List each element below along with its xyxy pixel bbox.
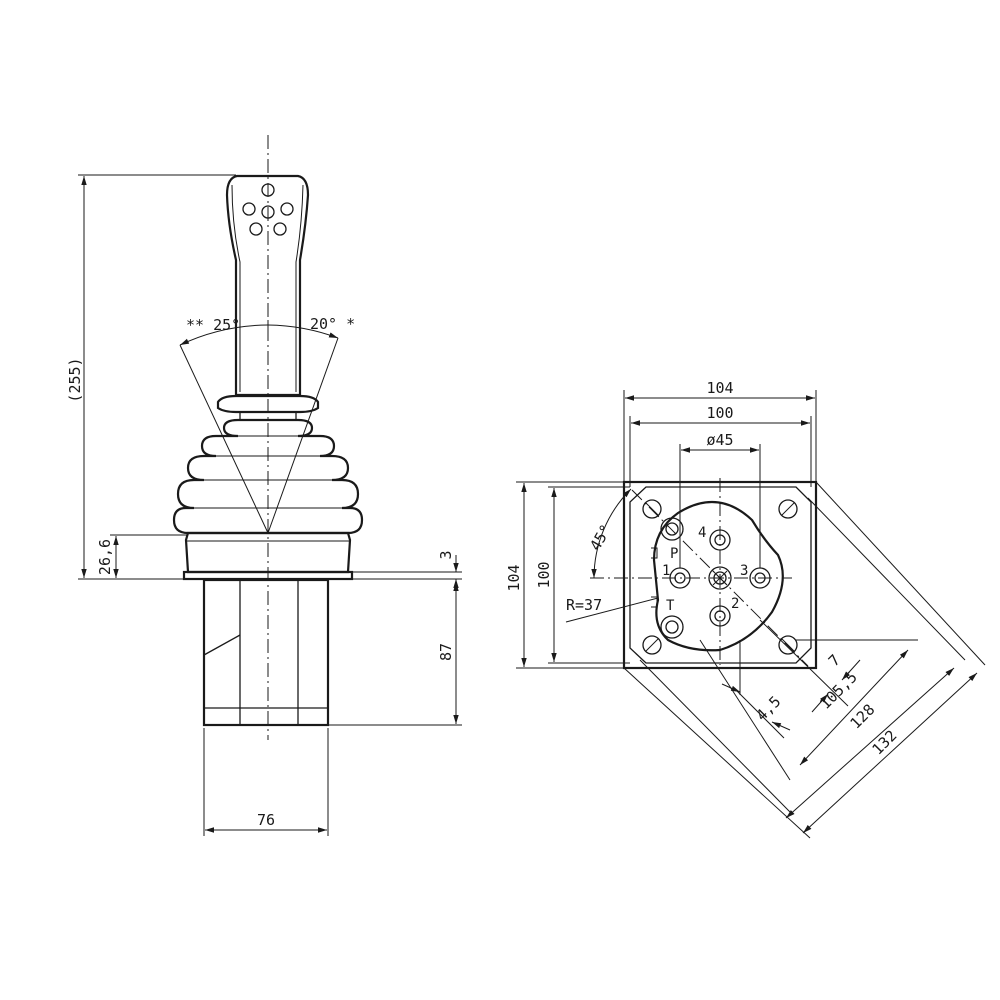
port-icon xyxy=(708,566,732,590)
dim-diag-inner xyxy=(799,649,909,766)
radius-leader xyxy=(565,597,659,623)
port-offset-label: 7 xyxy=(825,651,844,670)
tilt-line-left xyxy=(179,344,269,534)
handle-inner-line xyxy=(231,184,304,392)
diag-outer-label: 132 xyxy=(869,727,901,759)
dim-hole-spacing xyxy=(721,683,741,693)
handle-buttons xyxy=(242,183,294,236)
angle-right-label: 20° * xyxy=(310,315,355,333)
hole-spacing-label: 4,5 xyxy=(753,693,785,725)
corner-holes xyxy=(642,499,798,655)
inner-width-label: 100 xyxy=(706,404,733,422)
handle-collar xyxy=(216,394,320,414)
valve-body xyxy=(202,578,330,727)
port-label-t: T xyxy=(666,598,675,614)
radius-label: R=37 xyxy=(566,596,602,614)
port-label-2: 2 xyxy=(731,596,739,612)
dim-port-offset xyxy=(841,659,861,681)
pentagon-flange xyxy=(652,501,784,652)
port-icon xyxy=(665,522,679,536)
outer-width-label: 104 xyxy=(706,379,733,397)
plan-view: 4 P 1 3 T 2 104 100 ø45 104 xyxy=(505,379,986,839)
button-icon xyxy=(242,202,256,216)
port-icon xyxy=(660,517,684,541)
port-icon xyxy=(665,620,679,634)
dim-hole-spacing xyxy=(771,721,791,731)
body-height-label: 87 xyxy=(437,643,455,661)
body-width-label: 76 xyxy=(257,811,275,829)
boot-flange-label: 26,6 xyxy=(96,539,114,575)
port-label-1: 1 xyxy=(662,563,670,579)
bolt-hole-icon xyxy=(778,635,798,655)
inner-height-label: 100 xyxy=(535,561,553,588)
outer-height-label: 104 xyxy=(505,564,523,591)
dim-port-offset xyxy=(811,693,829,713)
port-icon xyxy=(660,615,684,639)
side-view: ** 25° 20° * (255) 26,6 3 87 76 xyxy=(66,135,462,836)
port-label-4: 4 xyxy=(698,525,706,541)
diag-mid-label: 128 xyxy=(847,701,879,733)
diag-inner-label: 105,5 xyxy=(816,668,861,713)
button-icon xyxy=(261,205,275,219)
bolt-hole-icon xyxy=(642,499,662,519)
port-label-3: 3 xyxy=(740,563,748,579)
angle-45-arc xyxy=(591,488,632,579)
diagonal-dimensions: 132 128 105,5 7 4,5 xyxy=(623,481,986,839)
bolt-circle-label: ø45 xyxy=(706,431,733,449)
tilt-line-right xyxy=(267,337,339,534)
bolt-hole-icon xyxy=(642,635,662,655)
button-icon xyxy=(249,222,263,236)
bolt-hole-icon xyxy=(778,499,798,519)
plan-centerline-diag xyxy=(631,489,809,667)
button-icon xyxy=(261,183,275,197)
body-chamfer xyxy=(203,634,241,656)
plate-thickness-label: 3 xyxy=(437,550,455,559)
overall-height-label: (255) xyxy=(66,357,84,402)
port-label-p: P xyxy=(670,546,678,562)
angle-45-label: 45° xyxy=(586,521,615,553)
angle-left-label: ** 25° xyxy=(186,316,240,334)
button-icon xyxy=(273,222,287,236)
button-icon xyxy=(280,202,294,216)
